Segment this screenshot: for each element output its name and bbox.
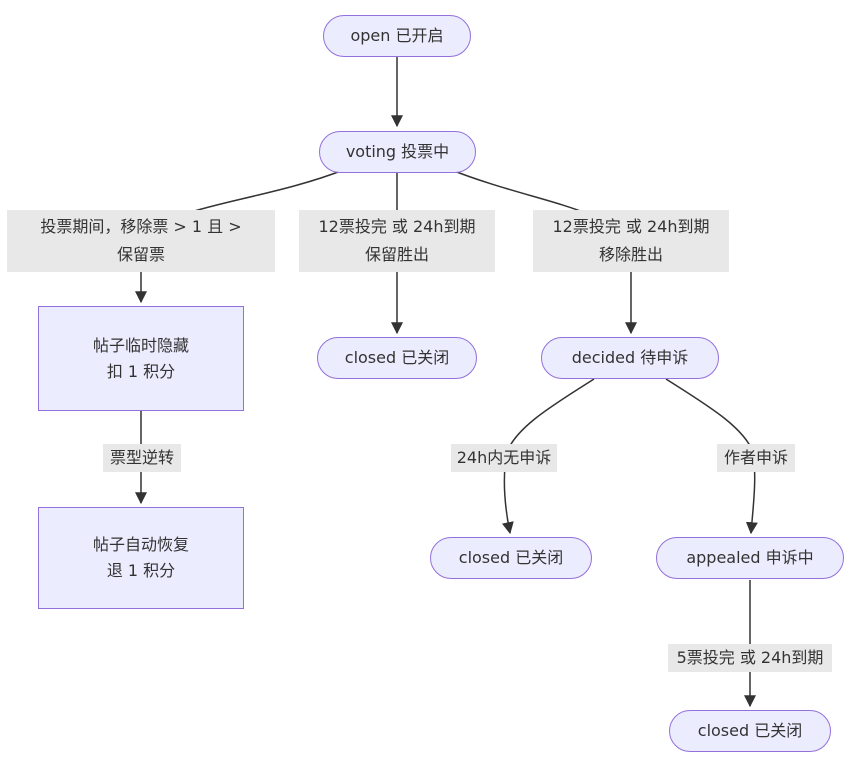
node-auto-restore: 帖子自动恢复 退 1 积分 <box>38 507 244 609</box>
edge-label-voting-to-decided: 12票投完 或 24h到期 移除胜出 <box>533 210 729 272</box>
node-decided: decided 待申诉 <box>541 337 719 379</box>
edge-label-author-appeal: 作者申诉 <box>717 444 795 472</box>
node-closed-no-appeal: closed 已关闭 <box>430 537 592 579</box>
node-appealed: appealed 申诉中 <box>656 537 844 579</box>
edge-label-voting-to-closed: 12票投完 或 24h到期 保留胜出 <box>299 210 495 272</box>
node-temp-hidden: 帖子临时隐藏 扣 1 积分 <box>38 306 244 411</box>
node-closed-final: closed 已关闭 <box>669 710 831 752</box>
edge-label-vote-reversal: 票型逆转 <box>103 444 181 472</box>
node-closed-keep: closed 已关闭 <box>317 337 477 379</box>
node-voting: voting 投票中 <box>319 131 476 173</box>
edge-label-voting-to-temp-hidden: 投票期间，移除票 > 1 且 > 保留票 <box>7 210 275 272</box>
edge-label-five-votes-or-24h: 5票投完 或 24h到期 <box>668 644 832 672</box>
node-open: open 已开启 <box>323 15 471 57</box>
edge-label-no-appeal-24h: 24h内无申诉 <box>451 444 557 472</box>
